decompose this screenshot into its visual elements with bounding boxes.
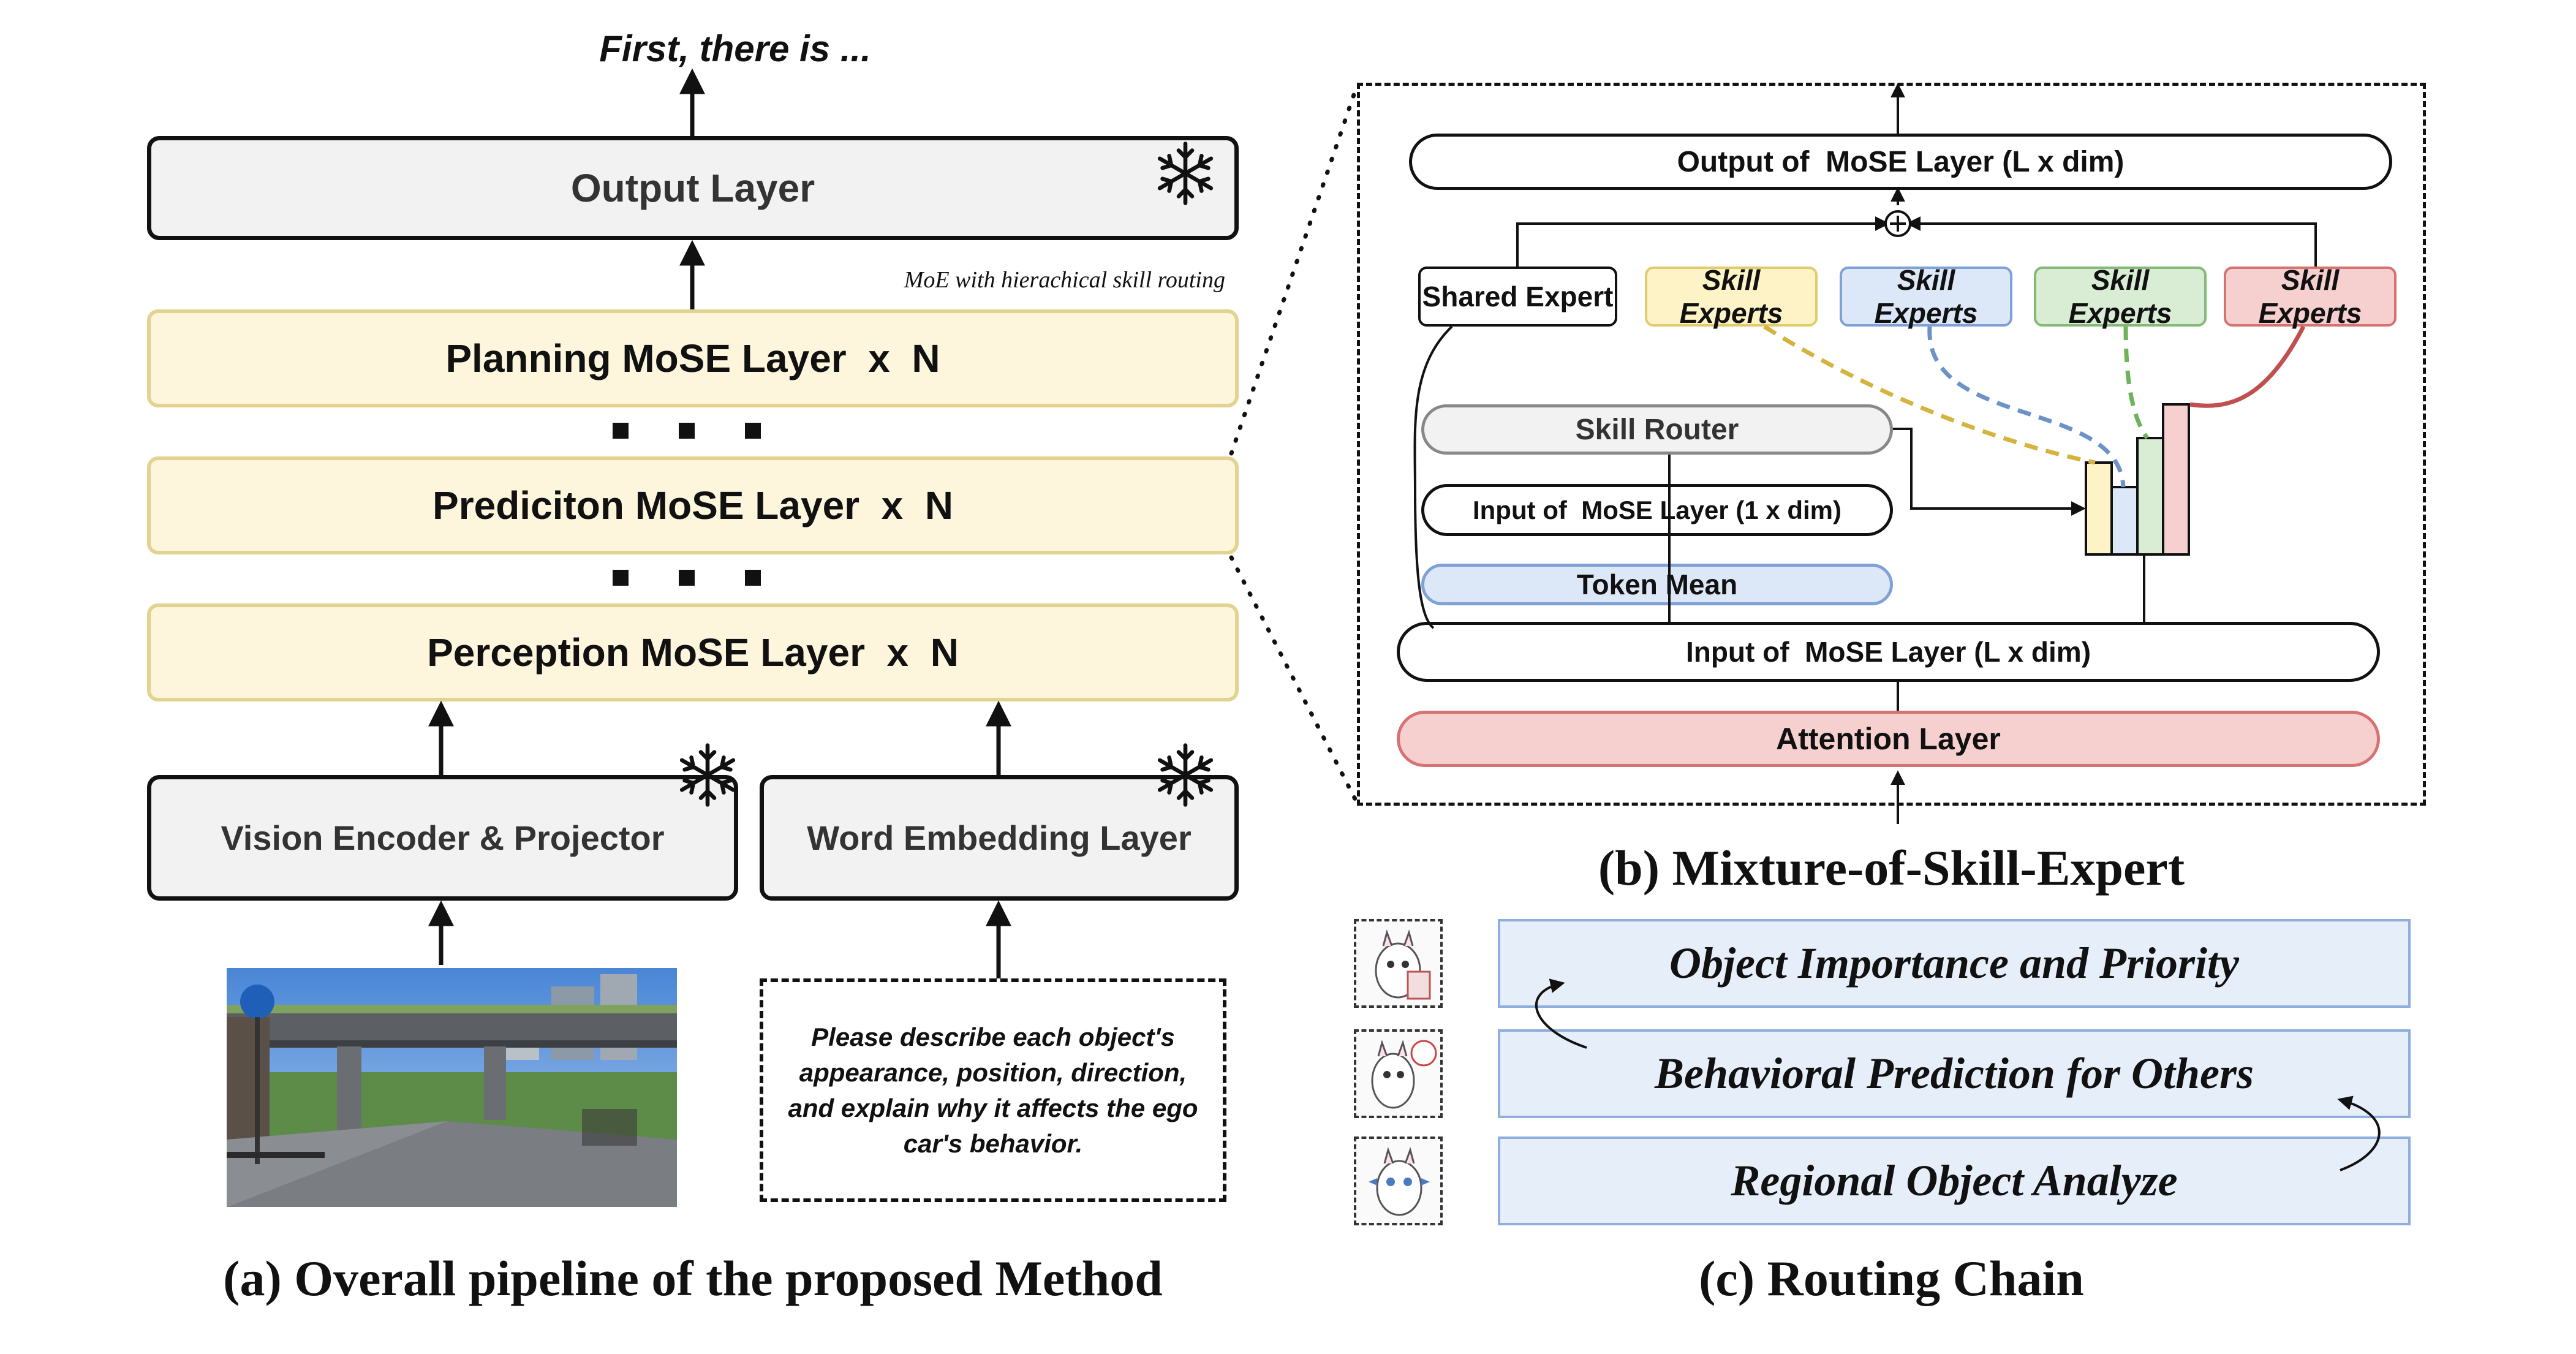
skill-expert-label: Skill Experts: [2258, 264, 2362, 329]
moe-note: MoE with hierachical skill routing: [904, 267, 1225, 293]
skill-expert-label: Skill Experts: [1679, 264, 1783, 329]
planning-layer-label: Planning MoSE Layer x N: [445, 336, 940, 380]
ellipsis-dots: [613, 423, 761, 439]
mose-input-1-label: Input of MoSE Layer (1 x dim): [1472, 495, 1842, 524]
chain-item-behavioral-prediction: Behavioral Prediction for Others: [1498, 1029, 2411, 1118]
shared-expert-label: Shared Expert: [1422, 281, 1614, 312]
chain-item-object-importance: Object Importance and Priority: [1498, 919, 2411, 1008]
driving-scene-image: [227, 968, 677, 1207]
prediction-mose-layer: Prediciton MoSE Layer x N: [147, 456, 1239, 554]
attention-layer: Attention Layer: [1397, 711, 2380, 767]
vision-encoder-label: Vision Encoder & Projector: [221, 819, 665, 857]
mose-output-label: Output of MoSE Layer (L x dim): [1677, 145, 2125, 178]
skill-router-label: Skill Router: [1575, 413, 1739, 446]
skill-expert-label: Skill Experts: [2068, 264, 2172, 329]
shared-expert: Shared Expert: [1418, 267, 1617, 327]
mose-input-L: Input of MoSE Layer (L x dim): [1397, 622, 2380, 682]
skill-router: Skill Router: [1421, 404, 1893, 455]
llama-avatar-icon: [1354, 1137, 1443, 1225]
llama-avatar-icon: [1354, 1029, 1443, 1118]
chain-item-label: Object Importance and Priority: [1669, 939, 2239, 988]
snowflake-icon: [1152, 140, 1219, 207]
skill-expert-yellow: Skill Experts: [1645, 264, 1818, 329]
attention-layer-label: Attention Layer: [1776, 722, 2001, 756]
token-mean: Token Mean: [1421, 564, 1893, 605]
skill-expert-red: Skill Experts: [2224, 264, 2397, 329]
snowflake-icon: [1152, 741, 1219, 809]
output-text: First, there is ...: [599, 28, 871, 69]
ellipsis-dots: [613, 570, 761, 586]
token-mean-label: Token Mean: [1576, 569, 1738, 600]
caption-b: (b) Mixture-of-Skill-Expert: [1598, 840, 2185, 896]
vision-encoder: Vision Encoder & Projector: [147, 775, 738, 901]
chain-item-label: Behavioral Prediction for Others: [1654, 1049, 2254, 1098]
mose-output: Output of MoSE Layer (L x dim): [1409, 134, 2392, 190]
prompt-text: Please describe each object's appearance…: [788, 1022, 1198, 1158]
planning-mose-layer: Planning MoSE Layer x N: [147, 309, 1239, 407]
skill-expert-green: Skill Experts: [2034, 264, 2207, 329]
prompt-box: Please describe each object's appearance…: [760, 978, 1226, 1202]
output-layer: Output Layer: [147, 136, 1239, 240]
chain-item-label: Regional Object Analyze: [1731, 1156, 2178, 1205]
perception-layer-label: Perception MoSE Layer x N: [427, 630, 959, 675]
word-embedding-layer: Word Embedding Layer: [760, 775, 1239, 901]
prediction-layer-label: Prediciton MoSE Layer x N: [432, 483, 953, 528]
llama-avatar-icon: [1354, 919, 1443, 1008]
caption-c: (c) Routing Chain: [1699, 1250, 2084, 1306]
chain-item-regional-object: Regional Object Analyze: [1498, 1137, 2411, 1225]
output-layer-label: Output Layer: [570, 166, 815, 210]
word-embedding-label: Word Embedding Layer: [807, 819, 1192, 857]
mose-input-1: Input of MoSE Layer (1 x dim): [1421, 484, 1893, 536]
perception-mose-layer: Perception MoSE Layer x N: [147, 603, 1239, 702]
skill-expert-blue: Skill Experts: [1840, 264, 2012, 329]
snowflake-icon: [674, 741, 741, 809]
mose-input-L-label: Input of MoSE Layer (L x dim): [1685, 636, 2091, 668]
caption-a: (a) Overall pipeline of the proposed Met…: [223, 1250, 1163, 1306]
skill-expert-label: Skill Experts: [1874, 264, 1978, 329]
